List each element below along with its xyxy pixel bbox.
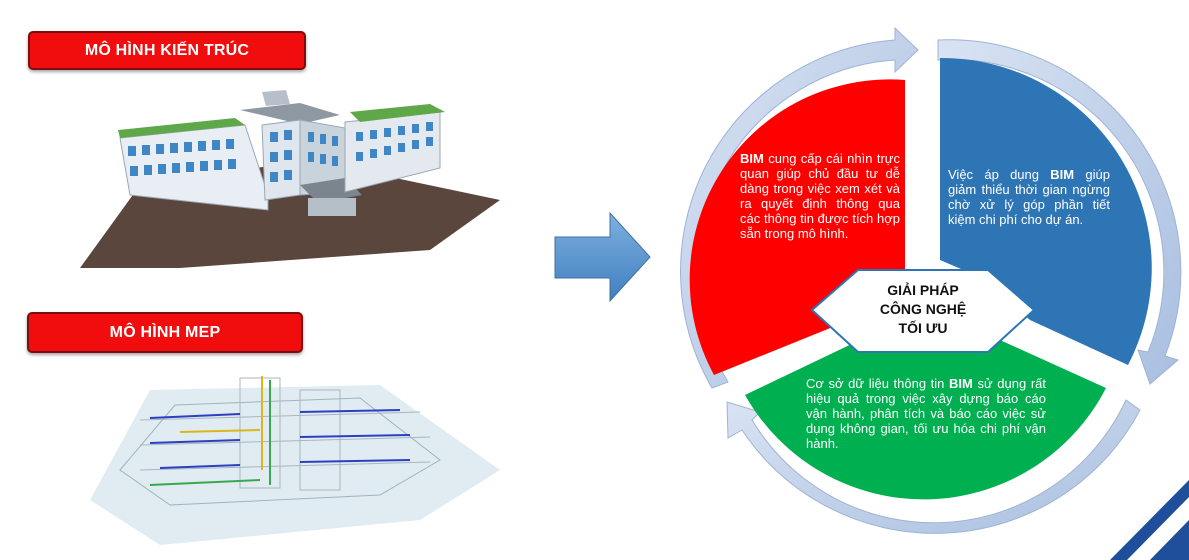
center-title-line3: TỐI ƯU: [898, 320, 948, 336]
segment-green-text: Cơ sở dữ liệu thông tin BIM sử dụng rất …: [806, 376, 1046, 451]
center-title-line1: GIẢI PHÁP: [887, 282, 959, 298]
center-title-line2: CÔNG NGHỆ: [879, 301, 967, 317]
center-title: GIẢI PHÁP CÔNG NGHỆ TỐI ƯU: [845, 281, 1001, 338]
mep-model: [90, 376, 500, 545]
segment-green: [745, 340, 1106, 500]
architecture-model-label: MÔ HÌNH KIẾN TRÚC: [28, 31, 306, 70]
architecture-building-model: [80, 90, 500, 268]
corner-accent: [1110, 480, 1189, 560]
segment-blue-text: Việc áp dụng BIM giúp giảm thiểu thời gi…: [948, 167, 1110, 227]
flow-arrow-icon: [554, 211, 651, 303]
center-hexagon: [810, 269, 1036, 353]
segment-red-text: BIM cung cấp cái nhìn trực quan giúp chủ…: [740, 151, 900, 241]
mep-model-label: MÔ HÌNH MEP: [27, 312, 303, 353]
